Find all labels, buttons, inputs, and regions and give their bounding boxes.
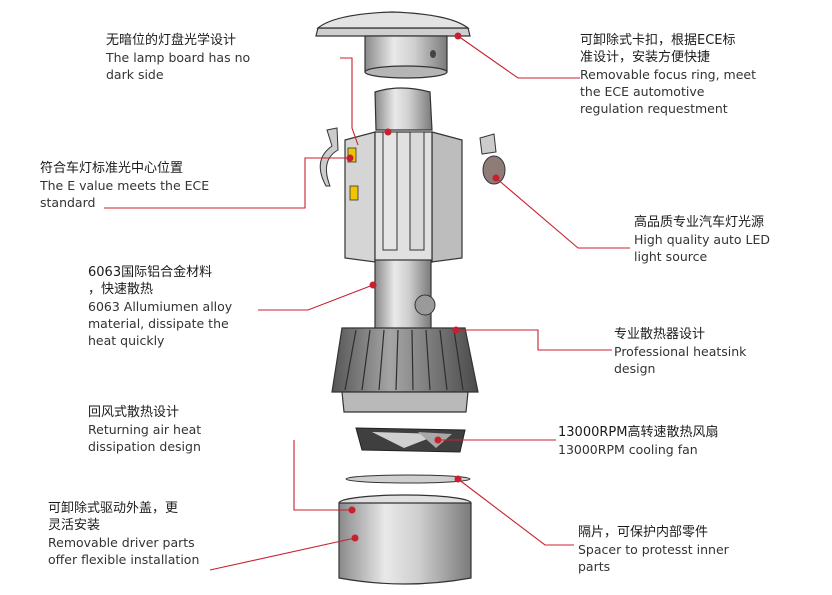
- callout-ece-ring-en-3: regulation requestment: [580, 101, 728, 116]
- callout-aluminum-zh-1: 6063国际铝合金材料: [88, 265, 213, 280]
- callout-ece-ring-zh-1: 可卸除式卡扣，根据ECE标: [580, 33, 736, 48]
- leader-lines: [104, 35, 630, 571]
- callout-spacer: 隔片，可保护内部零件 Spacer to protesst inner part…: [578, 524, 729, 575]
- callout-aluminum: 6063国际铝合金材料 ，快速散热 6063 Allumiumen alloy …: [88, 264, 232, 349]
- callout-aluminum-en-3: heat quickly: [88, 333, 165, 348]
- leader-heatsink: [456, 329, 612, 351]
- dot-led-source: [492, 174, 500, 182]
- spacer: [345, 474, 471, 484]
- callout-aluminum-en-2: material, dissipate the: [88, 316, 229, 331]
- leader-aluminum: [258, 284, 374, 311]
- callout-e-value-zh: 符合车灯标准光中心位置: [40, 161, 184, 176]
- callout-air-heat-en-2: dissipation design: [88, 439, 201, 454]
- callout-heatsink: 专业散热器设计 Professional heatsink design: [614, 326, 746, 377]
- dot-driver: [351, 534, 359, 542]
- lamp-body: [319, 87, 506, 263]
- callout-aluminum-en-1: 6063 Allumiumen alloy: [88, 299, 233, 314]
- callout-e-value: 符合车灯标准光中心位置 The E value meets the ECE st…: [40, 160, 209, 211]
- callout-e-value-en-1: The E value meets the ECE: [40, 178, 210, 193]
- callout-led-source: 高品质专业汽车灯光源 High quality auto LED light s…: [634, 214, 770, 265]
- leader-air-heat: [293, 440, 352, 511]
- callout-spacer-zh: 隔片，可保护内部零件: [578, 525, 709, 540]
- callout-driver-en-2: offer flexible installation: [48, 552, 200, 567]
- callout-lamp-board: 无暗位的灯盘光学设计 The lamp board has no dark si…: [106, 32, 250, 83]
- callout-heatsink-zh: 专业散热器设计: [614, 327, 706, 342]
- callout-led-source-en-2: light source: [634, 249, 708, 264]
- dot-fan: [434, 436, 442, 444]
- callout-lamp-board-en-2: dark side: [106, 67, 164, 82]
- callout-driver-zh-1: 可卸除式驱动外盖，更: [48, 501, 179, 516]
- leader-driver: [209, 537, 356, 571]
- callout-driver: 可卸除式驱动外盖，更 灵活安装 Removable driver parts o…: [48, 500, 199, 568]
- callout-driver-en-1: Removable driver parts: [48, 535, 195, 550]
- dot-aluminum: [369, 281, 377, 289]
- callout-spacer-en-2: parts: [578, 559, 611, 574]
- driver-cover: [338, 494, 472, 585]
- callout-fan-zh: 13000RPM高转速散热风扇: [558, 425, 719, 440]
- callout-led-source-en-1: High quality auto LED: [634, 232, 771, 247]
- callout-heatsink-en-2: design: [614, 361, 656, 376]
- leader-led-source: [495, 177, 630, 249]
- leader-ece-ring: [457, 35, 580, 79]
- dot-lamp-board: [384, 128, 392, 136]
- callout-heatsink-en-1: Professional heatsink: [614, 344, 747, 359]
- dot-air-heat: [348, 506, 356, 514]
- cooling-fan: [355, 427, 466, 453]
- leader-e-value: [104, 157, 350, 209]
- dot-heatsink: [452, 326, 460, 334]
- dot-spacer: [454, 475, 462, 483]
- dot-e-value: [346, 154, 354, 162]
- callout-e-value-en-2: standard: [40, 195, 96, 210]
- callout-air-heat-zh: 回风式散热设计: [88, 405, 180, 420]
- callout-air-heat: 回风式散热设计 Returning air heat dissipation d…: [88, 404, 201, 455]
- dot-ece-ring: [454, 32, 462, 40]
- focus-ring: [315, 11, 471, 79]
- callout-air-heat-en-1: Returning air heat: [88, 422, 202, 437]
- callout-driver-zh-2: 灵活安装: [48, 518, 101, 533]
- callout-fan: 13000RPM高转速散热风扇 13000RPM cooling fan: [558, 424, 718, 458]
- callout-ece-ring-zh-2: 准设计，安装方便快捷: [580, 50, 711, 65]
- aluminum-tube: [374, 259, 436, 331]
- callout-aluminum-zh-2: ，快速散热: [88, 282, 154, 297]
- callout-ece-ring-en-1: Removable focus ring, meet: [580, 67, 756, 82]
- callout-ece-ring: 可卸除式卡扣，根据ECE标 准设计，安装方便快捷 Removable focus…: [580, 32, 756, 117]
- leader-dots: [346, 32, 500, 542]
- leader-spacer: [457, 478, 574, 546]
- callout-ece-ring-en-2: the ECE automotive: [580, 84, 705, 99]
- heatsink: [331, 327, 479, 413]
- callout-lamp-board-zh: 无暗位的灯盘光学设计: [106, 33, 237, 48]
- callout-fan-en: 13000RPM cooling fan: [558, 442, 698, 457]
- leader-lamp-board: [340, 57, 359, 146]
- callout-led-source-zh: 高品质专业汽车灯光源: [634, 215, 765, 230]
- callout-lamp-board-en-1: The lamp board has no: [106, 50, 251, 65]
- callout-spacer-en-1: Spacer to protesst inner: [578, 542, 729, 557]
